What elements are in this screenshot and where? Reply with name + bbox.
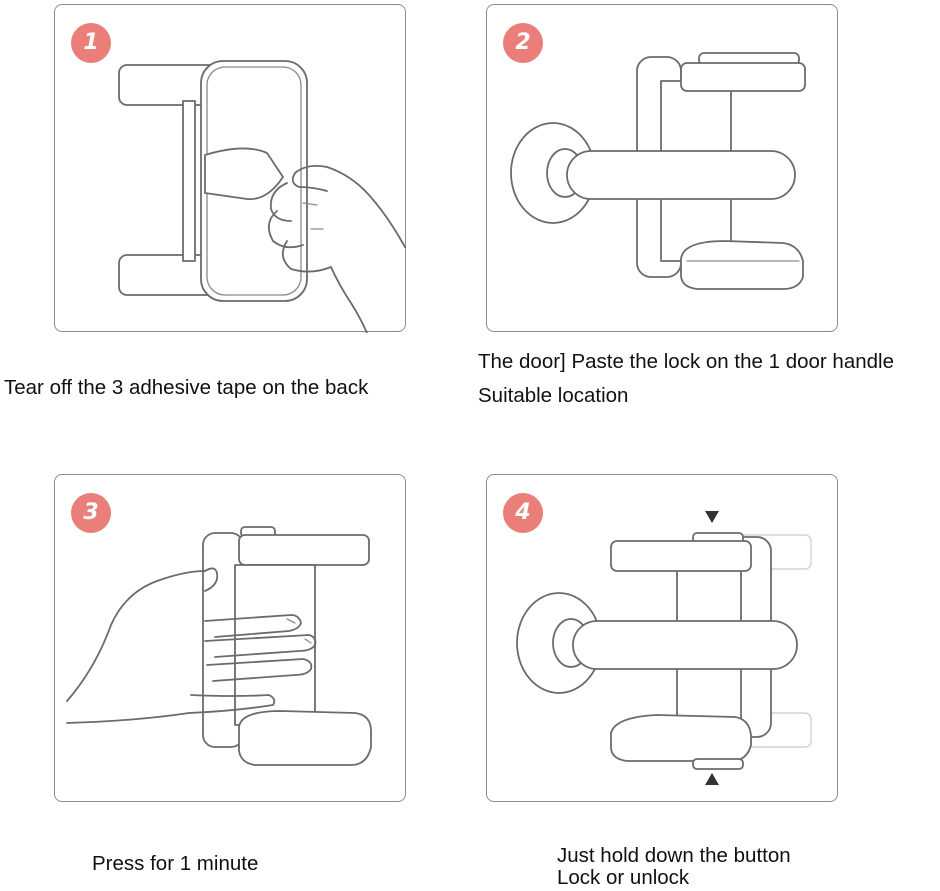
step-2-caption-line-1: The door] Paste the lock on the 1 door h… — [478, 350, 894, 373]
step-3-illustration — [66, 526, 372, 766]
step-2-illustration — [510, 52, 806, 290]
step-1-illustration — [118, 60, 406, 333]
lower-lock-arm — [610, 714, 752, 770]
step-4-caption-line-2: Lock or unlock — [557, 866, 690, 889]
pressing-hand — [66, 567, 317, 724]
lock-front-view — [202, 526, 372, 766]
press-arrow-down-icon — [705, 511, 719, 523]
step-2-badge: 2 — [503, 23, 543, 63]
step-4-panel: 4 — [486, 474, 838, 802]
lower-lock-arm — [680, 240, 804, 290]
upper-lock-arm — [610, 532, 752, 572]
upper-lock-arm — [680, 52, 806, 92]
adhesive-tape — [204, 147, 284, 200]
door-rosette — [516, 592, 602, 694]
step-2-caption-line-2: Suitable location — [478, 384, 629, 407]
step-3-panel: 3 — [54, 474, 406, 802]
door-handle — [566, 150, 796, 200]
door-handle — [572, 620, 798, 670]
step-4-badge: 4 — [503, 493, 543, 533]
step-4-illustration — [516, 511, 812, 785]
step-1-caption: Tear off the 3 adhesive tape on the back — [4, 376, 369, 399]
step-1-panel: 1 — [54, 4, 406, 333]
step-3-caption: Press for 1 minute — [92, 852, 259, 875]
press-arrow-up-icon — [705, 773, 719, 785]
step-1-badge: 1 — [71, 23, 111, 63]
step-4-caption-line-1: Just hold down the button — [557, 844, 791, 867]
peeling-hand — [267, 164, 406, 333]
step-3-badge: 3 — [71, 493, 111, 533]
step-2-panel: 2 — [486, 4, 838, 332]
